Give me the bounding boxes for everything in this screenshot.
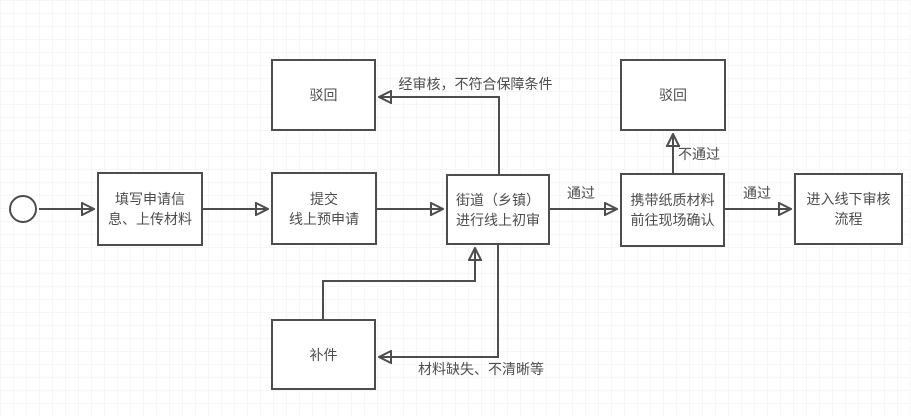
edge-street-review-to-reject-left xyxy=(379,97,500,174)
edge-supplement-to-street-review xyxy=(322,248,475,319)
edge-label-review-fail: 经审核，不符合保障条件 xyxy=(398,76,553,92)
node-reject-left: 驳回 xyxy=(271,59,376,131)
edge-label-materials-missing: 材料缺失、不清晰等 xyxy=(418,361,544,377)
edge-label-pass-1: 通过 xyxy=(567,185,595,201)
node-label: 填写申请信 息、上传材料 xyxy=(108,191,192,227)
node-label: 进入线下审核 流程 xyxy=(806,191,891,227)
node-label: 补件 xyxy=(309,346,338,363)
node-fill-application-info: 填写申请信 息、上传材料 xyxy=(97,172,203,246)
node-label: 提交 线上预申请 xyxy=(289,190,359,227)
node-submit-pre-application: 提交 线上预申请 xyxy=(271,172,377,245)
start-node xyxy=(9,195,37,223)
edge-street-review-to-supplement xyxy=(379,245,499,357)
node-onsite-confirmation: 携带纸质材料 前往现场确认 xyxy=(620,173,725,247)
node-offline-review-process: 进入线下审核 流程 xyxy=(794,173,903,245)
node-label: 街道（乡镇） 进行线上初审 xyxy=(456,191,540,228)
node-street-online-review: 街道（乡镇） 进行线上初审 xyxy=(446,174,550,245)
node-label: 驳回 xyxy=(309,87,338,103)
edge-label-pass-2: 通过 xyxy=(743,185,771,201)
edge-label-not-pass: 不通过 xyxy=(678,146,720,162)
node-label: 驳回 xyxy=(659,87,687,103)
node-label: 携带纸质材料 前往现场确认 xyxy=(630,192,715,228)
node-reject-right: 驳回 xyxy=(620,59,726,131)
node-supplement-materials: 补件 xyxy=(271,319,376,390)
